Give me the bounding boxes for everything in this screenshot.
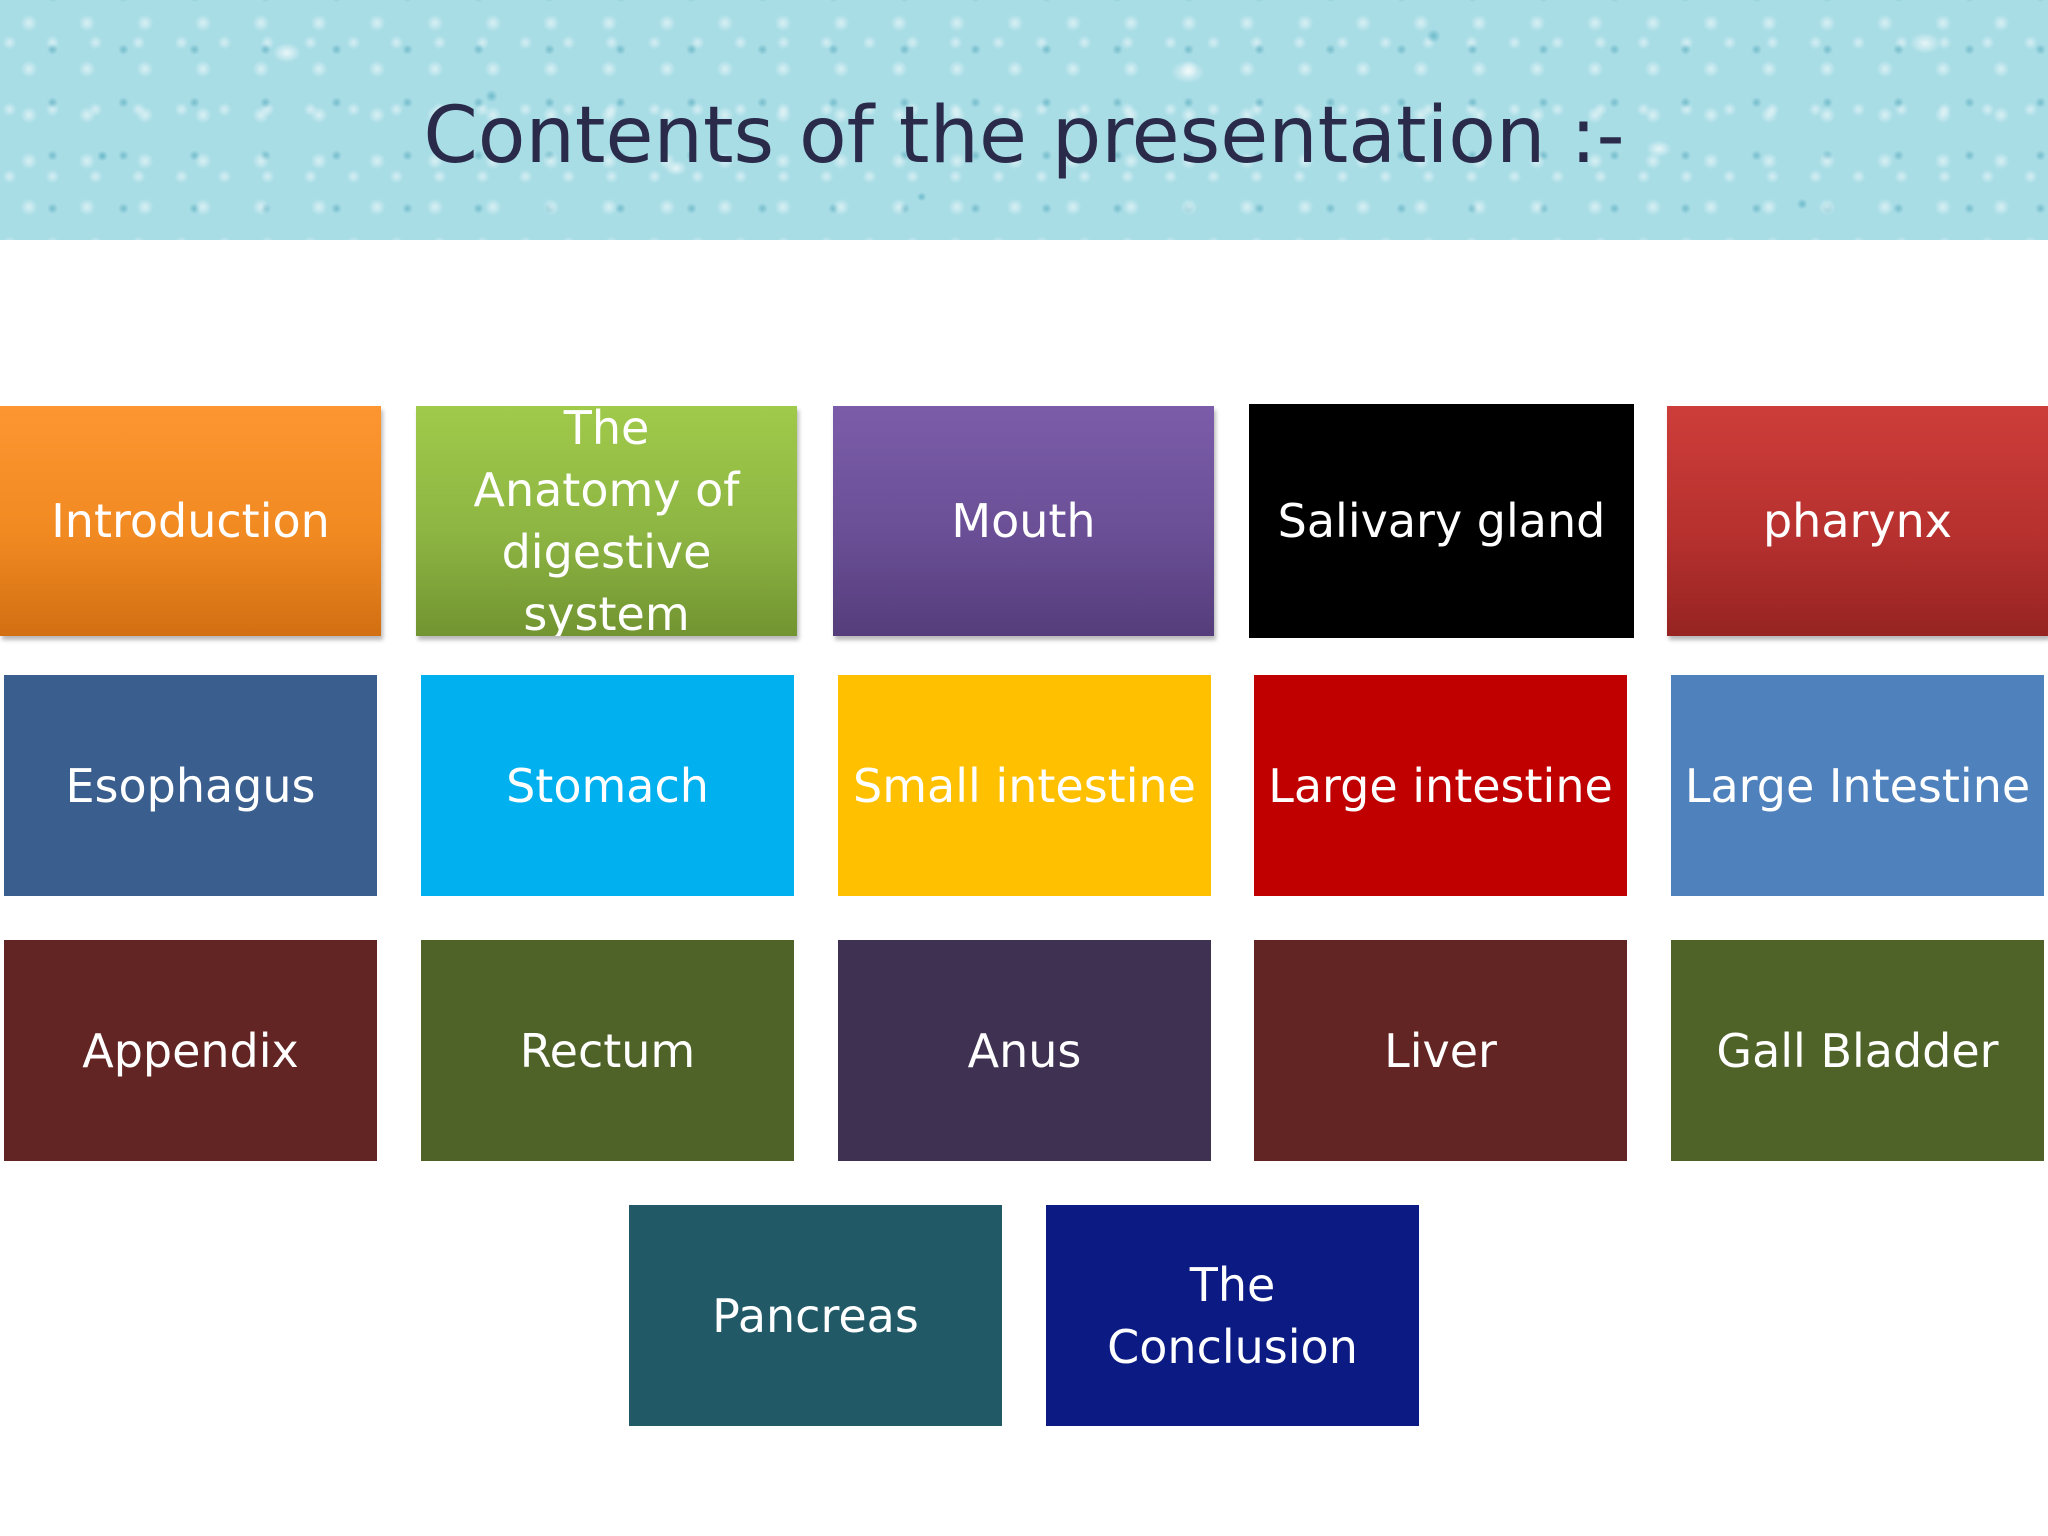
header-banner xyxy=(0,0,2048,240)
tile-stomach[interactable]: Stomach xyxy=(421,675,794,896)
tile-liver[interactable]: Liver xyxy=(1254,940,1627,1161)
tile-label: Gall Bladder xyxy=(1716,1023,1999,1078)
tile-label: Salivary gland xyxy=(1277,494,1606,548)
tile-pharynx[interactable]: pharynx xyxy=(1667,406,2048,636)
tile-label: Liver xyxy=(1384,1023,1497,1078)
tile-large-intestine-2[interactable]: Large Intestine xyxy=(1671,675,2044,896)
tile-anatomy-of-digestive-system[interactable]: The Anatomy of digestive system xyxy=(416,406,797,636)
tile-pancreas[interactable]: Pancreas xyxy=(629,1205,1002,1426)
tile-rectum[interactable]: Rectum xyxy=(421,940,794,1161)
tile-label: Large intestine xyxy=(1268,758,1613,813)
tile-appendix[interactable]: Appendix xyxy=(4,940,377,1161)
tile-mouth[interactable]: Mouth xyxy=(833,406,1214,636)
tile-label: Anus xyxy=(967,1023,1082,1078)
tile-label: Rectum xyxy=(519,1023,696,1078)
tile-label: Large Intestine xyxy=(1684,758,2031,813)
tile-label: The Conclusion xyxy=(1107,1257,1358,1374)
tile-label: Introduction xyxy=(51,494,330,548)
tile-introduction[interactable]: Introduction xyxy=(0,406,381,636)
tile-small-intestine[interactable]: Small intestine xyxy=(838,675,1211,896)
tile-label: Mouth xyxy=(951,494,1096,548)
tile-gall-bladder[interactable]: Gall Bladder xyxy=(1671,940,2044,1161)
tile-label: Small intestine xyxy=(853,758,1196,813)
tile-large-intestine[interactable]: Large intestine xyxy=(1254,675,1627,896)
tile-label: Appendix xyxy=(82,1023,299,1078)
tile-salivary-gland[interactable]: Salivary gland xyxy=(1249,404,1634,638)
tile-label: The Anatomy of digestive system xyxy=(473,406,740,636)
tile-label: Stomach xyxy=(506,758,709,813)
tile-label: pharynx xyxy=(1762,494,1953,548)
tile-label: Pancreas xyxy=(712,1288,919,1343)
tile-anus[interactable]: Anus xyxy=(838,940,1211,1161)
tile-the-conclusion[interactable]: The Conclusion xyxy=(1046,1205,1419,1426)
slide-title: Contents of the presentation :- xyxy=(423,91,1625,181)
tile-esophagus[interactable]: Esophagus xyxy=(4,675,377,896)
tile-label: Esophagus xyxy=(65,758,316,813)
